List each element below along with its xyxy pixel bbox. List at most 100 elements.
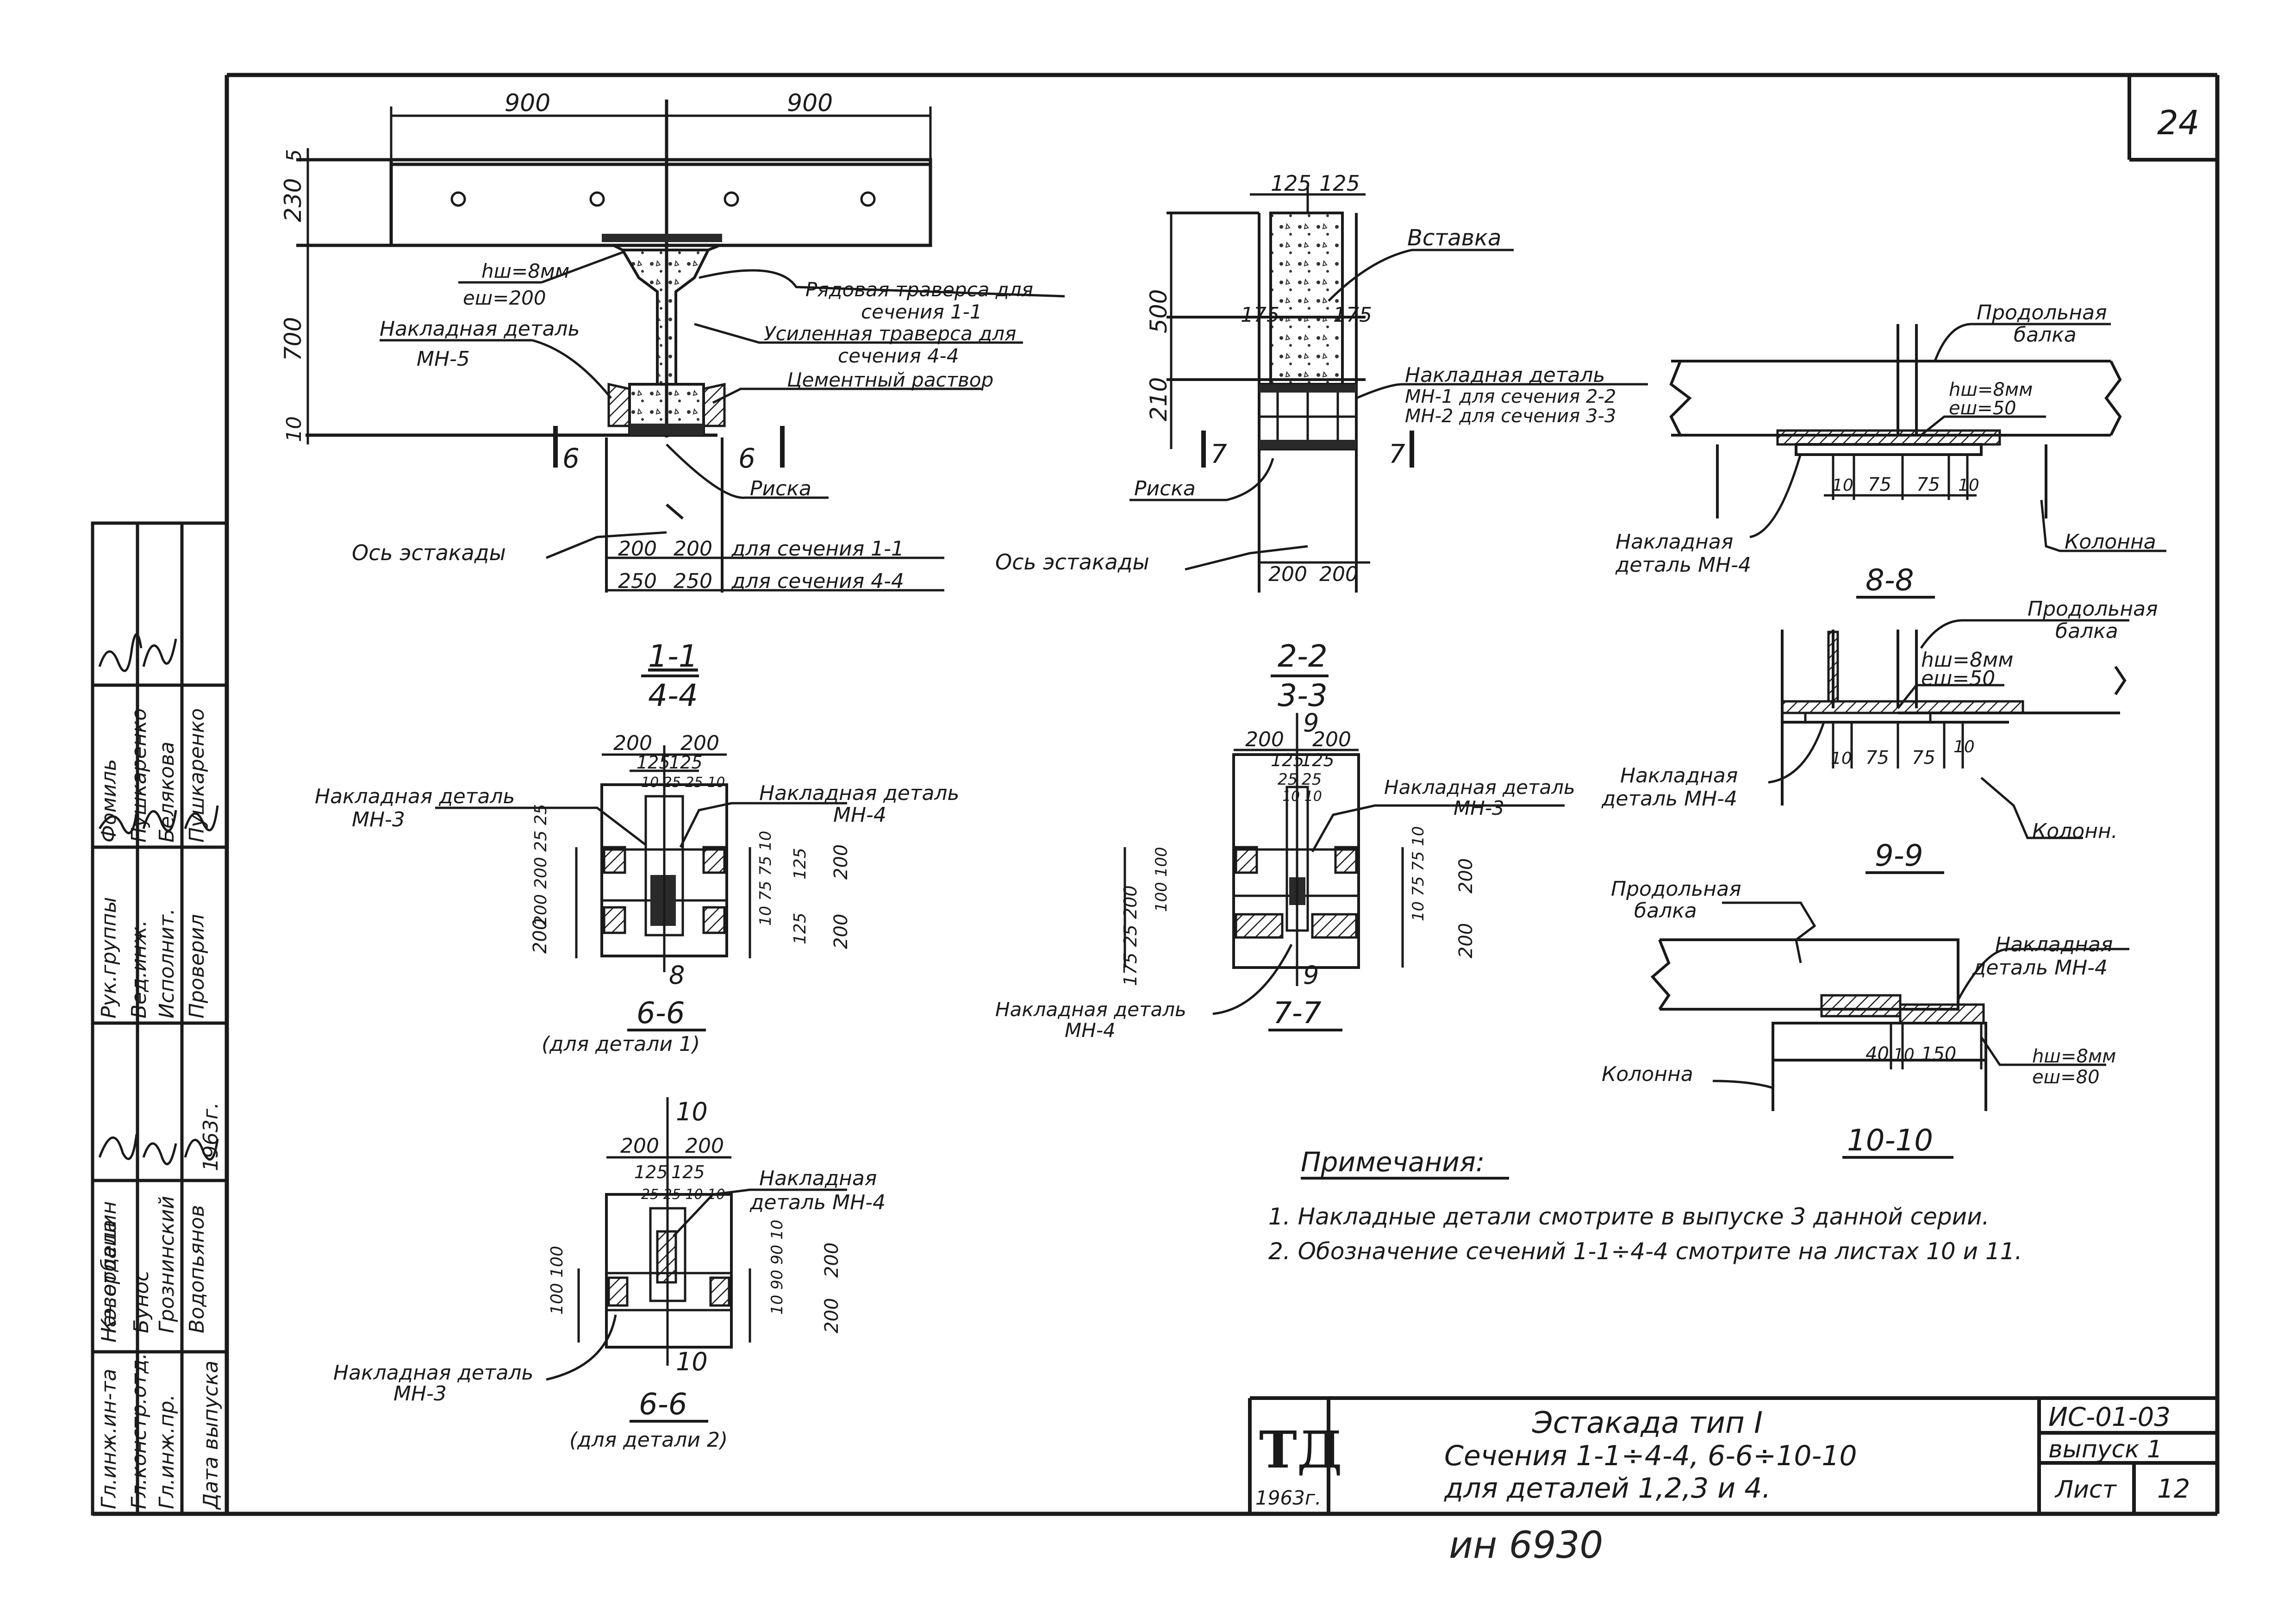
label-6a-left-1: Накладная деталь xyxy=(315,785,515,808)
dim-230: 230 xyxy=(280,178,306,222)
label-overlay-mn5: Накладная деталь xyxy=(380,317,580,341)
label-risk-mid: Риска xyxy=(1134,477,1196,500)
cut-8: 8 xyxy=(669,961,685,990)
label-axis-left: Ось эстакады xyxy=(352,540,506,565)
stamp-role-8: Исполнит. xyxy=(155,908,179,1018)
weld-l-8: еш=50 xyxy=(1949,398,2016,419)
stamp-name-4: Водопьянов xyxy=(185,1205,209,1333)
dim-9-10a: 10 xyxy=(1831,749,1852,768)
view-top-mid: 125 125 500 210 175 175 Вставка Накладна… xyxy=(995,171,1648,713)
dim-10: 10 xyxy=(282,416,306,442)
cut-7-right: 7 xyxy=(1389,439,1405,469)
stamp-role-7: Вед.инж. xyxy=(127,920,151,1018)
dim-8-75b: 75 xyxy=(1916,474,1940,495)
view-8-8: Продольная балка hш=8мм еш=50 10 75 75 1… xyxy=(1615,301,2166,599)
dims-7-left-2: 100 100 xyxy=(1152,847,1171,912)
dims-6b-right: 10 90 90 10 xyxy=(768,1220,786,1315)
section-title-2-2: 2-2 xyxy=(1278,638,1328,674)
notes-line-1: 1. Накладные детали смотрите в выпуске 3… xyxy=(1268,1203,1990,1230)
dim-8-10a: 10 xyxy=(1832,476,1853,495)
stamp-name-5: Фомиль xyxy=(97,759,121,843)
weld-h-topleft: hш=8мм xyxy=(481,260,569,282)
weld-h-8: hш=8мм xyxy=(1949,379,2033,400)
view-9-9: Продольная балка hш=8мм еш=50 10 75 75 1… xyxy=(1601,597,2158,874)
label-beam-8-2: балка xyxy=(2014,323,2077,347)
weld-l-10: еш=80 xyxy=(2032,1067,2100,1088)
stamp-name-3: Грознинский xyxy=(155,1196,179,1333)
label-reinforced-traverse-1: Усиленная траверса для xyxy=(764,322,1016,345)
title-logo-year: 1963г. xyxy=(1255,1487,1321,1509)
dim-6a-left-200: 200 xyxy=(530,918,551,954)
dim-7-125a: 125 xyxy=(1271,750,1304,770)
stamp-name-7: Белякова xyxy=(155,742,179,843)
label-beam-9-2: балка xyxy=(2055,619,2118,643)
label-axis-mid: Ось эстакады xyxy=(995,550,1149,575)
label-overlay-8-1: Накладная xyxy=(1616,530,1733,554)
section-title-6-6-b: 6-6 xyxy=(639,1387,687,1422)
dim-9-10b: 10 xyxy=(1953,737,1975,756)
label-column-8: Колонна xyxy=(2065,530,2156,554)
dim-7-right-200a: 200 xyxy=(1455,858,1477,893)
section-title-6-6-a: 6-6 xyxy=(636,996,685,1031)
label-6b-left-1: Накладная деталь xyxy=(333,1361,533,1385)
cut-9-bottom: 9 xyxy=(1303,961,1319,990)
label-overlay-mn5-mark: МН-5 xyxy=(417,347,470,371)
label-overlay-10-2: деталь МН-4 xyxy=(1972,956,2108,980)
dims-6a-left: 200 200 25 25 xyxy=(531,804,550,926)
label-overlay-9-2: деталь МН-4 xyxy=(1601,787,1737,811)
stamp-role-9: Проверил xyxy=(185,914,209,1018)
dim-500-topmid: 500 xyxy=(1145,289,1172,333)
label-beam-10-2: балка xyxy=(1634,899,1697,923)
title-sheet-label: Лист xyxy=(2054,1476,2117,1504)
label-ordinary-traverse-1: Рядовая траверса для xyxy=(805,278,1033,301)
label-overlay-mn1-2: МН-1 для сечения 2-2 xyxy=(1405,386,1616,407)
dim-6a-right-200a: 200 xyxy=(830,844,852,880)
dim-7-25a: 25 xyxy=(1278,770,1298,789)
label-overlay-10-1: Накладная xyxy=(1995,933,2113,956)
title-sheet-value: 12 xyxy=(2157,1474,2190,1504)
section-title-8-8: 8-8 xyxy=(1866,563,1914,598)
label-beam-8-1: Продольная xyxy=(1977,301,2107,325)
title-issue: выпуск 1 xyxy=(2048,1436,2162,1463)
dim-6a-right-125b: 125 xyxy=(791,912,810,944)
dims-6a-right: 10 75 75 10 xyxy=(756,831,775,926)
label-6a-right-2: МН-4 xyxy=(833,803,886,827)
view-top-left: 900 900 5 230 700 10 6 6 xyxy=(280,89,1065,713)
stamp-role-6: Рук.группы xyxy=(97,897,121,1019)
dim-250a-topleft: 250 xyxy=(618,569,657,593)
label-7-bottom-1: Накладная деталь xyxy=(995,998,1186,1021)
label-7-right-1: Накладная деталь xyxy=(1384,776,1575,799)
section-title-1-1: 1-1 xyxy=(648,638,698,674)
dim-9-75a: 75 xyxy=(1866,747,1889,768)
stamp-role-4: Гл.инж.пр. xyxy=(155,1394,179,1509)
section-title-7-7: 7-7 xyxy=(1273,996,1322,1031)
section-title-9-9: 9-9 xyxy=(1875,839,1923,873)
beam-bolt-holes xyxy=(450,191,876,207)
label-7-right-2: МН-3 xyxy=(1454,797,1504,819)
dim-5: 5 xyxy=(282,149,306,162)
dim-6b-125b: 125 xyxy=(671,1162,705,1182)
dim-200b-topleft: 200 xyxy=(674,537,712,561)
for-section-4-4: для сечения 4-4 xyxy=(731,569,904,593)
label-risk-left: Риска xyxy=(750,477,811,500)
for-section-1-1: для сечения 1-1 xyxy=(731,537,904,561)
label-beam-10-1: Продольная xyxy=(1611,877,1741,901)
dim-10-10: 10 xyxy=(1893,1045,1915,1064)
section-title-4-4: 4-4 xyxy=(648,678,698,713)
dims-7-left: 175 25 200 xyxy=(1120,885,1141,986)
label-6a-right-1: Накладная деталь xyxy=(759,781,959,805)
stamp-role-1: Гл.инж.ин-та xyxy=(97,1369,121,1509)
stamp-name-6: Пушкаренко xyxy=(127,708,151,843)
label-overlay-mn1-1: Накладная деталь xyxy=(1405,363,1605,387)
dims-7-right: 10 75 75 10 xyxy=(1409,826,1428,921)
cut-7-left: 7 xyxy=(1210,439,1227,469)
title-block: ТД 1963г. Эстакада тип I Сечения 1-1÷4-4… xyxy=(1248,1396,2217,1514)
view-6-6-detail-1: 200 200 125 125 10 25 25 10 Накладная де… xyxy=(315,731,959,1056)
stamp-role-2: Нач.отдела xyxy=(97,1220,121,1343)
view-7-7: 200 200 9 125 125 25 25 10 10 Накладная … xyxy=(995,708,1575,1042)
dim-250b-topleft: 250 xyxy=(674,569,712,593)
subtitle-6-6-b: (для детали 2) xyxy=(569,1428,728,1452)
title-line-3: для деталей 1,2,3 и 4. xyxy=(1444,1472,1771,1505)
dim-6a-125b: 125 xyxy=(669,752,703,773)
